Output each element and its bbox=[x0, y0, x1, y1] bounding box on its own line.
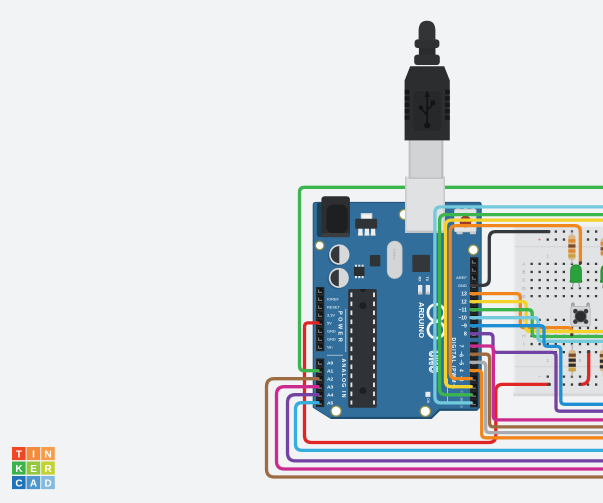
svg-text:I: I bbox=[32, 449, 35, 460]
svg-text:RX: RX bbox=[418, 277, 422, 283]
svg-text:A3: A3 bbox=[327, 384, 334, 390]
svg-text:E: E bbox=[30, 464, 37, 475]
svg-text:DIGITAL (PWM~): DIGITAL (PWM~) bbox=[450, 338, 456, 390]
svg-text:POWER: POWER bbox=[337, 311, 343, 344]
svg-text:GND: GND bbox=[458, 283, 467, 288]
svg-text:~5: ~5 bbox=[457, 359, 463, 365]
svg-text:ANALOG IN: ANALOG IN bbox=[340, 359, 346, 399]
svg-text:5V: 5V bbox=[327, 320, 332, 325]
svg-text:I: I bbox=[523, 342, 524, 347]
svg-text:13: 13 bbox=[461, 291, 467, 297]
svg-text:5: 5 bbox=[579, 358, 582, 363]
svg-text:AREF: AREF bbox=[456, 275, 467, 280]
svg-text:16MHz: 16MHz bbox=[392, 249, 396, 261]
svg-text:~6: ~6 bbox=[457, 351, 463, 357]
svg-text:3.3V: 3.3V bbox=[327, 312, 335, 317]
svg-text:K: K bbox=[15, 464, 23, 475]
svg-text:~11: ~11 bbox=[459, 307, 467, 313]
svg-text:Vin: Vin bbox=[327, 344, 333, 349]
svg-text:N: N bbox=[45, 449, 52, 460]
svg-text:A: A bbox=[30, 478, 37, 489]
svg-text:RESET: RESET bbox=[327, 304, 341, 309]
svg-text:8: 8 bbox=[464, 332, 467, 338]
svg-text:GND: GND bbox=[327, 328, 336, 333]
svg-text:B: B bbox=[522, 270, 525, 275]
svg-text:C: C bbox=[15, 478, 22, 489]
svg-text:12: 12 bbox=[461, 299, 467, 305]
svg-text:F: F bbox=[522, 318, 525, 323]
svg-text:A1: A1 bbox=[327, 368, 334, 374]
svg-text:7: 7 bbox=[457, 345, 463, 348]
svg-text:1: 1 bbox=[547, 358, 550, 363]
svg-text:IOREF: IOREF bbox=[327, 296, 340, 301]
svg-text:A2: A2 bbox=[327, 376, 334, 382]
svg-text:ON: ON bbox=[426, 398, 430, 404]
svg-text:H: H bbox=[522, 334, 525, 339]
svg-text:ARDUINO: ARDUINO bbox=[417, 302, 426, 338]
svg-text:D: D bbox=[45, 478, 52, 489]
svg-text:1: 1 bbox=[547, 253, 550, 258]
svg-text:~9: ~9 bbox=[461, 324, 467, 330]
svg-text:A4: A4 bbox=[327, 392, 334, 398]
svg-text:−: − bbox=[538, 374, 542, 381]
svg-text:+: + bbox=[538, 237, 542, 244]
svg-text:C: C bbox=[522, 278, 526, 283]
svg-text:4: 4 bbox=[457, 369, 463, 372]
svg-text:GND: GND bbox=[327, 336, 336, 341]
svg-text:T: T bbox=[16, 449, 22, 460]
svg-text:A: A bbox=[522, 262, 526, 267]
svg-text:D: D bbox=[522, 286, 526, 291]
svg-text:A5: A5 bbox=[327, 400, 334, 406]
svg-text:TX: TX bbox=[425, 277, 429, 282]
svg-text:E: E bbox=[522, 294, 525, 299]
svg-text:~10: ~10 bbox=[458, 315, 467, 321]
svg-text:A0: A0 bbox=[327, 360, 334, 366]
svg-text:R: R bbox=[45, 464, 53, 475]
svg-text:UNO: UNO bbox=[426, 351, 440, 374]
